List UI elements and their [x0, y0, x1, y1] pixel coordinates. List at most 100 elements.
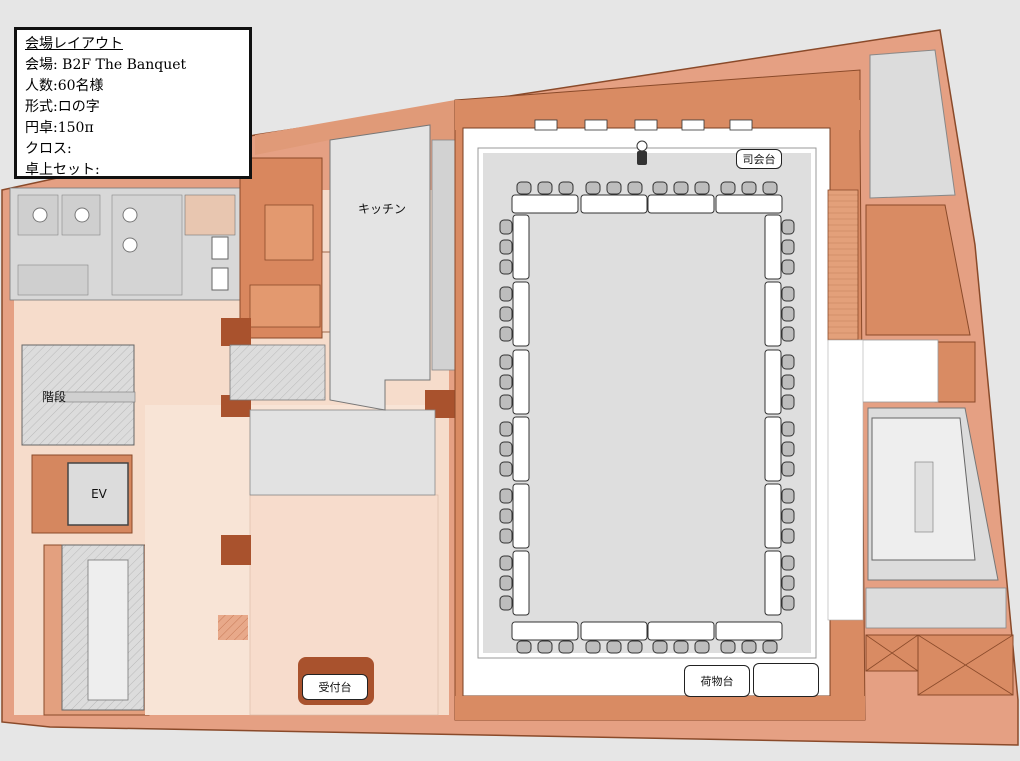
- banquet-table: [580, 621, 648, 641]
- chair: [606, 181, 622, 195]
- chair: [499, 326, 513, 342]
- info-venue: 会場: B2F The Banquet: [25, 57, 187, 73]
- banquet-table: [511, 621, 579, 641]
- hall-bottom-wall: [455, 696, 865, 720]
- banquet-table: [512, 416, 530, 482]
- back-corridor: [249, 409, 436, 496]
- banquet-table: [764, 281, 782, 347]
- chair: [499, 441, 513, 457]
- stairs-label: 階段: [41, 390, 66, 404]
- right-stair-treads: [914, 461, 934, 533]
- ceiling-lights: [534, 119, 753, 131]
- chair: [781, 354, 795, 370]
- crate-cross: [865, 634, 919, 672]
- kitchen-label: キッチン: [357, 202, 406, 216]
- chair: [781, 555, 795, 571]
- chair: [499, 595, 513, 611]
- mc-podium: 司会台: [736, 149, 782, 169]
- chair: [652, 181, 668, 195]
- chair: [499, 461, 513, 477]
- banquet-table: [512, 214, 530, 280]
- right-corridor: [857, 339, 939, 403]
- chair: [499, 488, 513, 504]
- banquet-table: [512, 483, 530, 549]
- toilet-icon: [32, 207, 48, 223]
- kitchen-room: [329, 124, 431, 411]
- chair: [781, 595, 795, 611]
- banquet-table: [764, 214, 782, 280]
- chair: [781, 421, 795, 437]
- chair: [499, 306, 513, 322]
- banquet-table: [764, 550, 782, 616]
- banquet-table: [715, 621, 783, 641]
- chair: [720, 640, 736, 654]
- info-tabletop: 卓上セット:: [25, 162, 100, 178]
- chair: [499, 421, 513, 437]
- chair: [781, 374, 795, 390]
- banquet-table: [647, 194, 715, 214]
- banquet-table: [764, 416, 782, 482]
- chair: [652, 640, 668, 654]
- chair: [781, 461, 795, 477]
- chair: [781, 488, 795, 504]
- chair: [499, 508, 513, 524]
- chair: [781, 326, 795, 342]
- kitchen-counter: [431, 139, 458, 371]
- chair: [558, 640, 574, 654]
- toilet-icon: [122, 207, 138, 223]
- chair: [781, 575, 795, 591]
- info-style: 形式:ロの字: [25, 99, 100, 115]
- toilet-icon: [122, 237, 138, 253]
- sink-icon: [211, 236, 229, 260]
- chair: [673, 640, 689, 654]
- chair: [781, 394, 795, 410]
- chair: [762, 640, 778, 654]
- chair: [781, 286, 795, 302]
- banquet-table: [512, 349, 530, 415]
- chair: [499, 354, 513, 370]
- chair: [741, 640, 757, 654]
- right-bottom-gray: [865, 587, 1007, 629]
- chair: [762, 181, 778, 195]
- chair: [741, 181, 757, 195]
- chair: [558, 181, 574, 195]
- chair: [537, 640, 553, 654]
- utility-room-inner: [249, 284, 321, 328]
- hall-wall-top: [455, 100, 860, 130]
- info-cloth: クロス:: [25, 141, 72, 157]
- chair: [673, 181, 689, 195]
- chair: [585, 640, 601, 654]
- chair: [627, 181, 643, 195]
- restroom-sink-block: [17, 264, 89, 296]
- right-service-strip: [827, 189, 859, 341]
- chair: [537, 181, 553, 195]
- chair: [499, 575, 513, 591]
- banquet-table: [580, 194, 648, 214]
- chair: [499, 286, 513, 302]
- elevator-car: [67, 462, 129, 526]
- chair: [499, 394, 513, 410]
- column-block: [221, 535, 251, 565]
- right-storage: [869, 49, 956, 199]
- chair: [781, 306, 795, 322]
- toilet-icon: [74, 207, 90, 223]
- storage-room: [229, 344, 326, 401]
- banquet-table: [511, 194, 579, 214]
- pillar-hatched: [218, 615, 248, 640]
- right-small-room: [934, 341, 976, 403]
- chair: [606, 640, 622, 654]
- chair: [499, 374, 513, 390]
- crate-cross: [917, 634, 1014, 696]
- info-people: 人数:60名様: [25, 78, 104, 94]
- chair: [781, 508, 795, 524]
- banquet-table: [512, 281, 530, 347]
- luggage-table-extra: [753, 663, 819, 697]
- table-layout: [499, 181, 795, 654]
- utility-room-inner: [264, 204, 314, 261]
- chair: [781, 259, 795, 275]
- ev-label: EV: [91, 487, 107, 501]
- lower-stair-treads: [87, 559, 129, 701]
- chair: [516, 640, 532, 654]
- chair: [694, 640, 710, 654]
